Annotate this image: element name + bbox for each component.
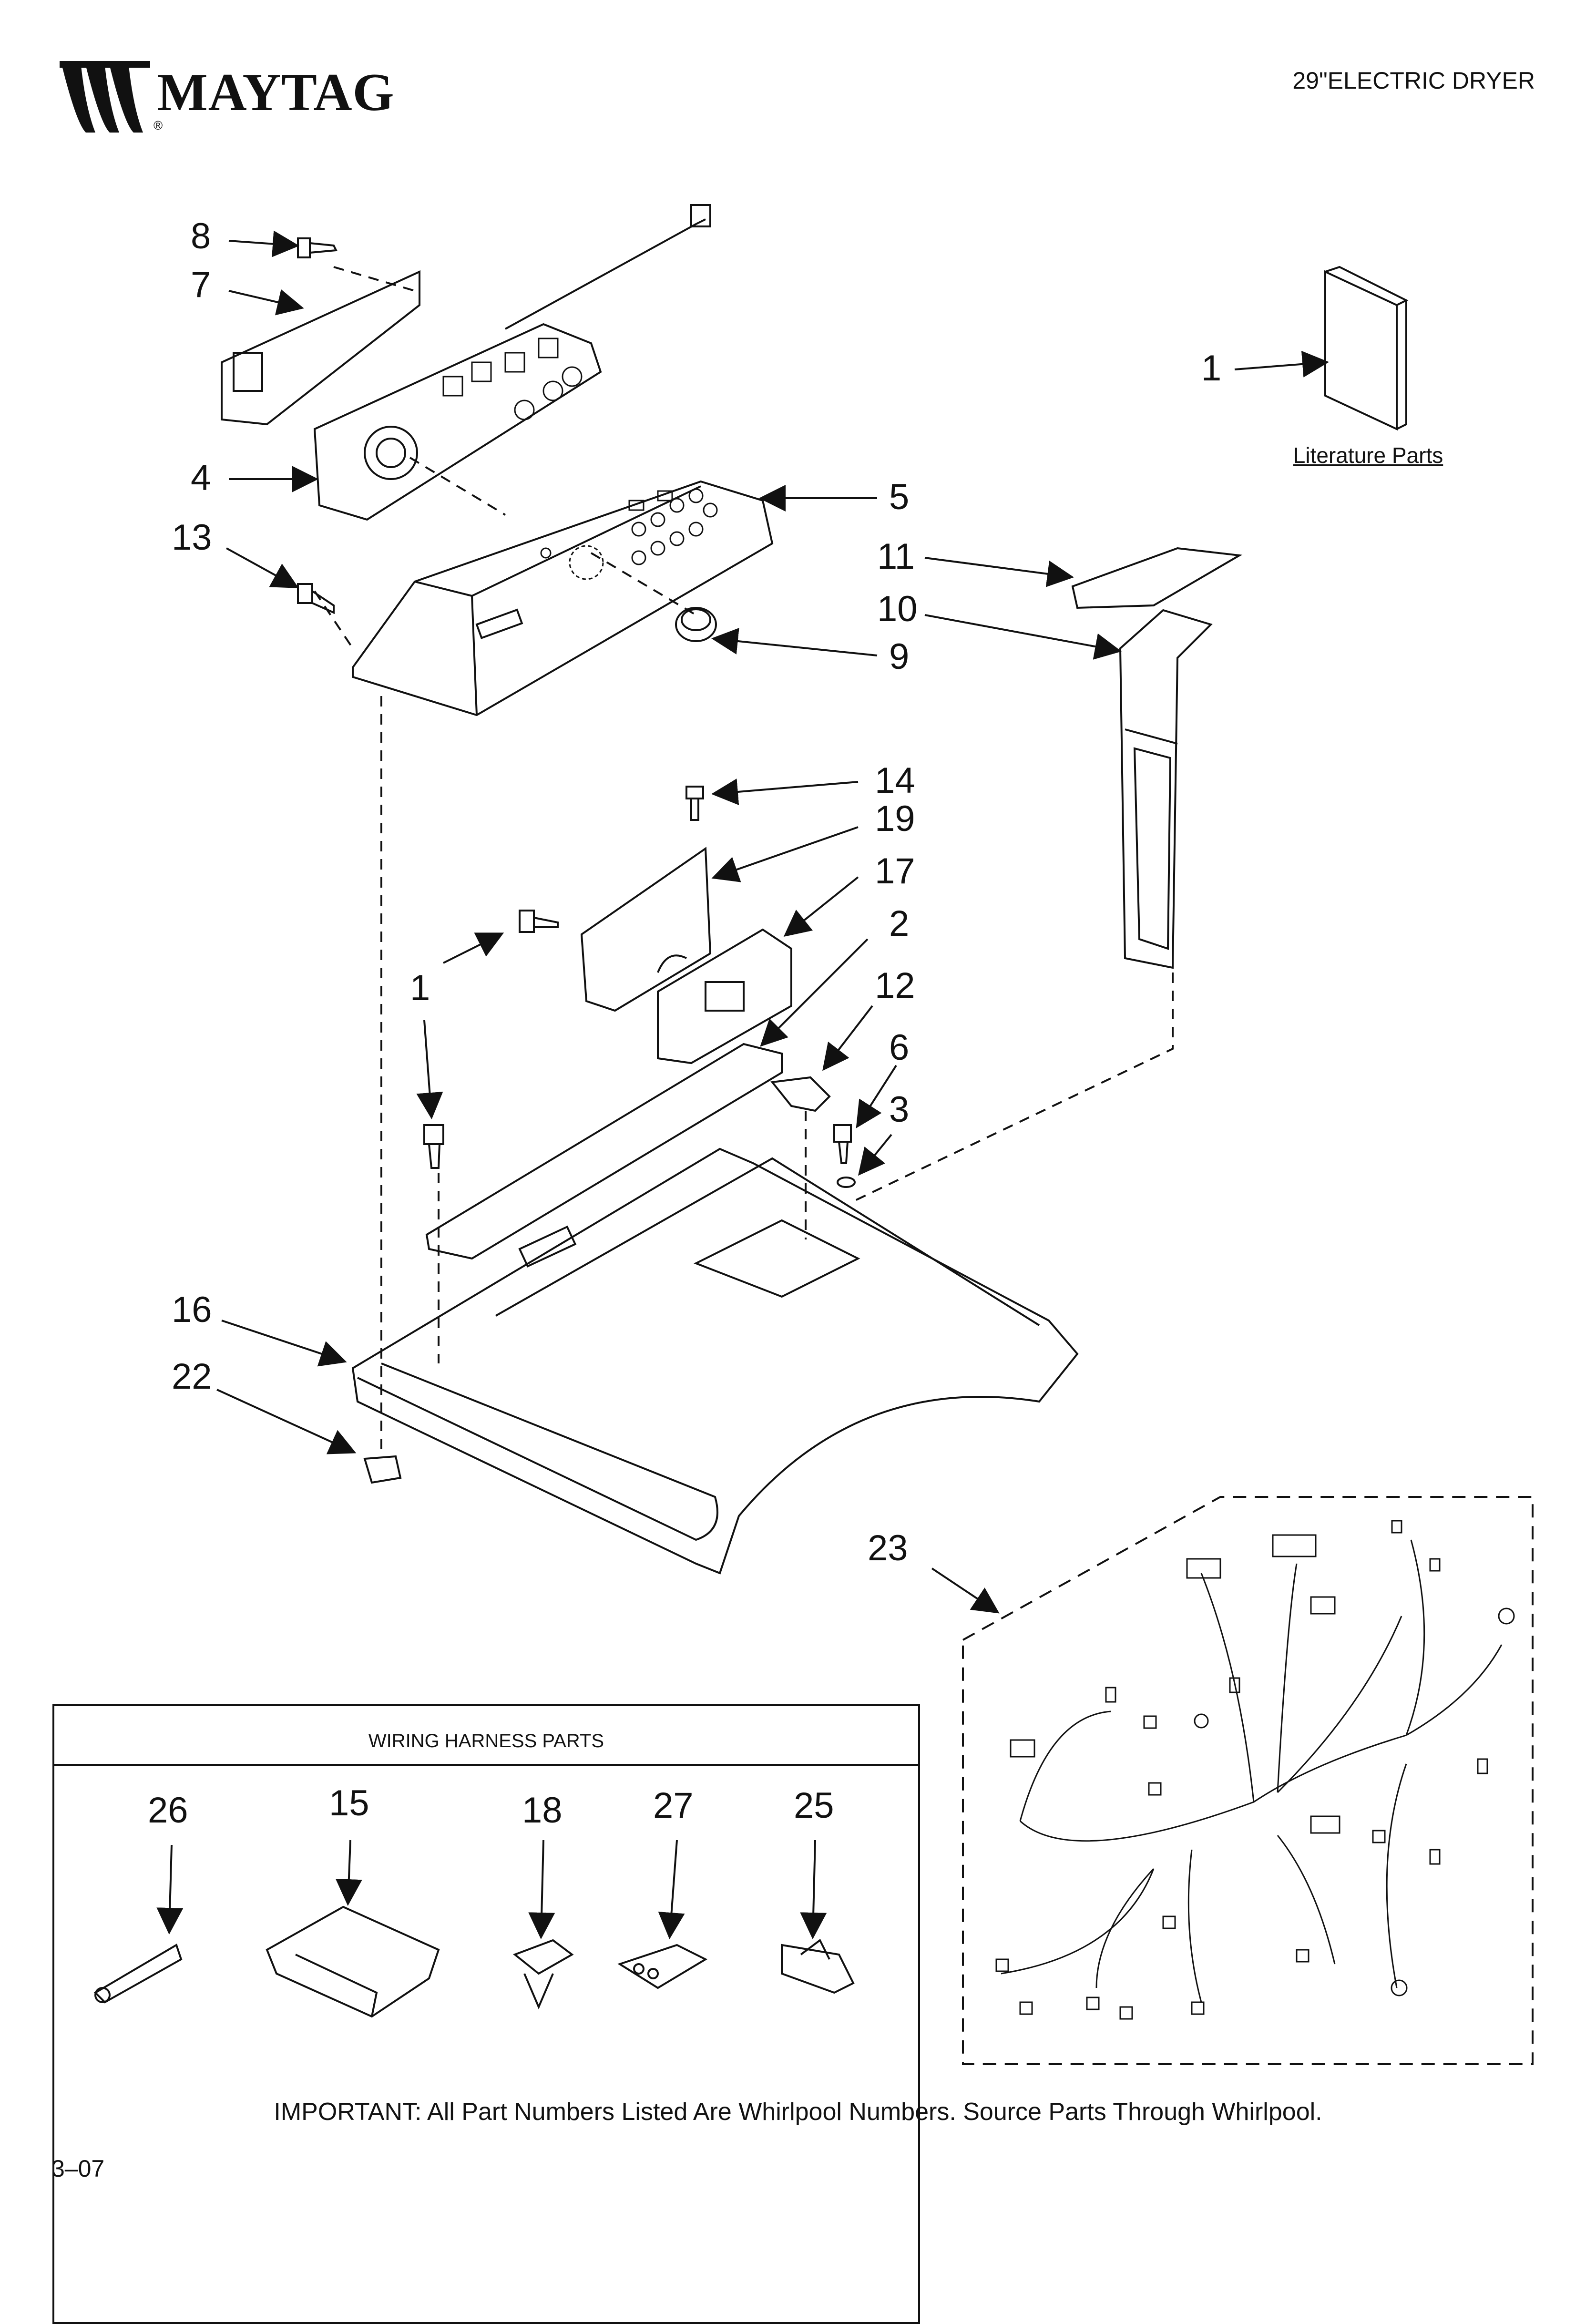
leader-16 <box>221 1320 347 1367</box>
callout-1-literature: 1 <box>1201 348 1222 389</box>
part-23-harness-outline <box>962 1496 1534 2065</box>
part-26-terminal <box>93 1944 183 2004</box>
callout-16: 16 <box>172 1290 212 1330</box>
leader-1a <box>443 932 504 964</box>
part-16-top <box>351 1147 1079 1575</box>
callout-4: 4 <box>191 458 211 498</box>
part-27-connector <box>617 1944 708 1989</box>
callout-6: 6 <box>889 1027 910 1068</box>
part-11-lint-cover <box>1071 547 1243 609</box>
leader-1b <box>416 1020 443 1119</box>
leader-14 <box>711 778 859 805</box>
leader-6 <box>856 1065 897 1128</box>
callout-19: 19 <box>875 799 915 839</box>
part-13-screw <box>297 583 335 614</box>
leader-22 <box>216 1389 357 1454</box>
callout-5: 5 <box>889 477 910 517</box>
callout-12: 12 <box>875 965 915 1006</box>
callout-7: 7 <box>191 265 211 305</box>
callout-25: 25 <box>794 1785 834 1826</box>
leader-8 <box>228 230 299 257</box>
callout-14: 14 <box>875 760 915 801</box>
leader-9 <box>711 628 878 656</box>
part-3-washer <box>837 1177 856 1188</box>
wiring-harness-title: WIRING HARNESS PARTS <box>368 1730 604 1751</box>
part-19-bracket <box>580 847 712 1012</box>
callout-11: 11 <box>877 536 915 577</box>
callout-15: 15 <box>329 1783 369 1823</box>
maytag-emblem-icon <box>60 61 150 133</box>
leader-12 <box>822 1005 873 1071</box>
callout-22: 22 <box>172 1356 212 1397</box>
leader-23 <box>931 1567 1000 1614</box>
part-4-cable <box>505 218 706 330</box>
part-2-bracket <box>425 1043 783 1260</box>
leader-17 <box>783 876 859 937</box>
literature-parts-label: Literature Parts <box>1293 443 1443 468</box>
maytag-logo <box>57 51 400 147</box>
exploded-parts-diagram <box>93 204 1534 2065</box>
leader-11 <box>924 557 1074 587</box>
callout-10: 10 <box>877 589 918 629</box>
part-1-screw-b <box>423 1124 444 1145</box>
part-5-console <box>352 480 774 717</box>
callout-9: 9 <box>889 636 910 677</box>
part-15-connector <box>266 1905 440 2018</box>
callout-23: 23 <box>868 1528 908 1568</box>
callout-3: 3 <box>889 1089 910 1130</box>
page-title: 29"ELECTRIC DRYER <box>1292 67 1535 94</box>
part-4-knob-ring <box>364 426 418 480</box>
part-12-clip <box>770 1076 831 1112</box>
part-18-clip <box>513 1939 574 2010</box>
callout-13: 13 <box>172 517 212 558</box>
part-7-bracket <box>221 270 420 426</box>
part-4-board <box>313 323 602 521</box>
part-8-screw <box>297 237 338 258</box>
leader-1-lit <box>1234 350 1329 378</box>
brand-name: MAYTAG <box>157 63 395 122</box>
callout-17: 17 <box>875 851 915 891</box>
leader-3 <box>858 1134 892 1176</box>
part-1-screw-a <box>519 910 535 933</box>
part-23-harness <box>995 1520 1515 2020</box>
part-10-lint-screen <box>1119 609 1213 969</box>
leader-7 <box>228 289 304 316</box>
important-note: IMPORTANT: All Part Numbers Listed Are W… <box>274 2098 1322 2126</box>
part-1-literature <box>1324 266 1409 431</box>
callout-8: 8 <box>191 216 211 256</box>
leader-10 <box>924 614 1122 660</box>
callout-1: 1 <box>410 968 430 1008</box>
wiring-harness-divider <box>54 1764 918 1766</box>
leader-19 <box>711 826 859 882</box>
callout-26: 26 <box>148 1790 188 1831</box>
part-9-knob <box>675 607 717 642</box>
registered-mark: ® <box>153 118 163 133</box>
part-17-relay <box>657 928 792 1065</box>
callout-27: 27 <box>653 1785 694 1826</box>
leader-13 <box>226 547 299 588</box>
part-7-window <box>233 352 263 392</box>
leader-2 <box>760 938 869 1047</box>
part-6-screw <box>833 1124 852 1143</box>
callout-2: 2 <box>889 903 910 944</box>
revision-date: 3–07 <box>51 2155 105 2182</box>
part-25-housing <box>781 1938 855 1994</box>
callout-18: 18 <box>522 1790 563 1831</box>
part-22-glide <box>363 1455 402 1484</box>
part-14-screw <box>685 786 704 799</box>
